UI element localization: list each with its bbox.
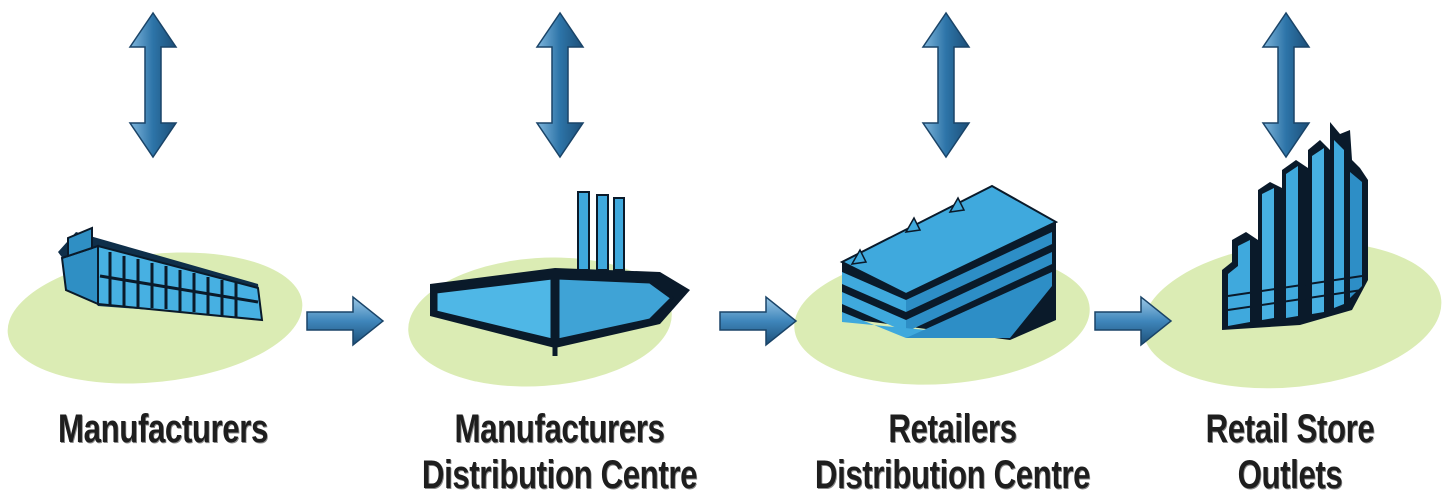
flow-arrow-icon [719,296,797,346]
stage-label-manufacturers: Manufacturers [58,406,268,452]
label-line: Distribution Centre [814,453,1091,497]
double-arrow-icon [922,12,970,158]
stage-label-retail-store-outlets: Retail Store Outlets [1189,406,1392,498]
stage-label-retailers-distribution-centre: Retailers Distribution Centre [814,406,1091,498]
stage-label-manufacturers-distribution-centre: Manufacturers Distribution Centre [421,406,698,498]
label-line: Retailers [888,407,1017,451]
double-arrow-icon [129,12,177,158]
double-arrow-icon [536,12,584,158]
distribution-plant-icon [430,191,690,356]
label-line: Outlets [1237,453,1343,497]
warehouse-building-icon [839,184,1059,340]
factory-icon [58,226,264,322]
double-arrow-icon [1262,12,1310,158]
label-line: Manufacturers [58,407,268,451]
label-line: Distribution Centre [421,453,698,497]
flow-arrow-icon [306,296,384,346]
label-line: Retail Store [1205,407,1375,451]
city-skyline-icon [1222,122,1368,330]
label-line: Manufacturers [454,407,665,451]
